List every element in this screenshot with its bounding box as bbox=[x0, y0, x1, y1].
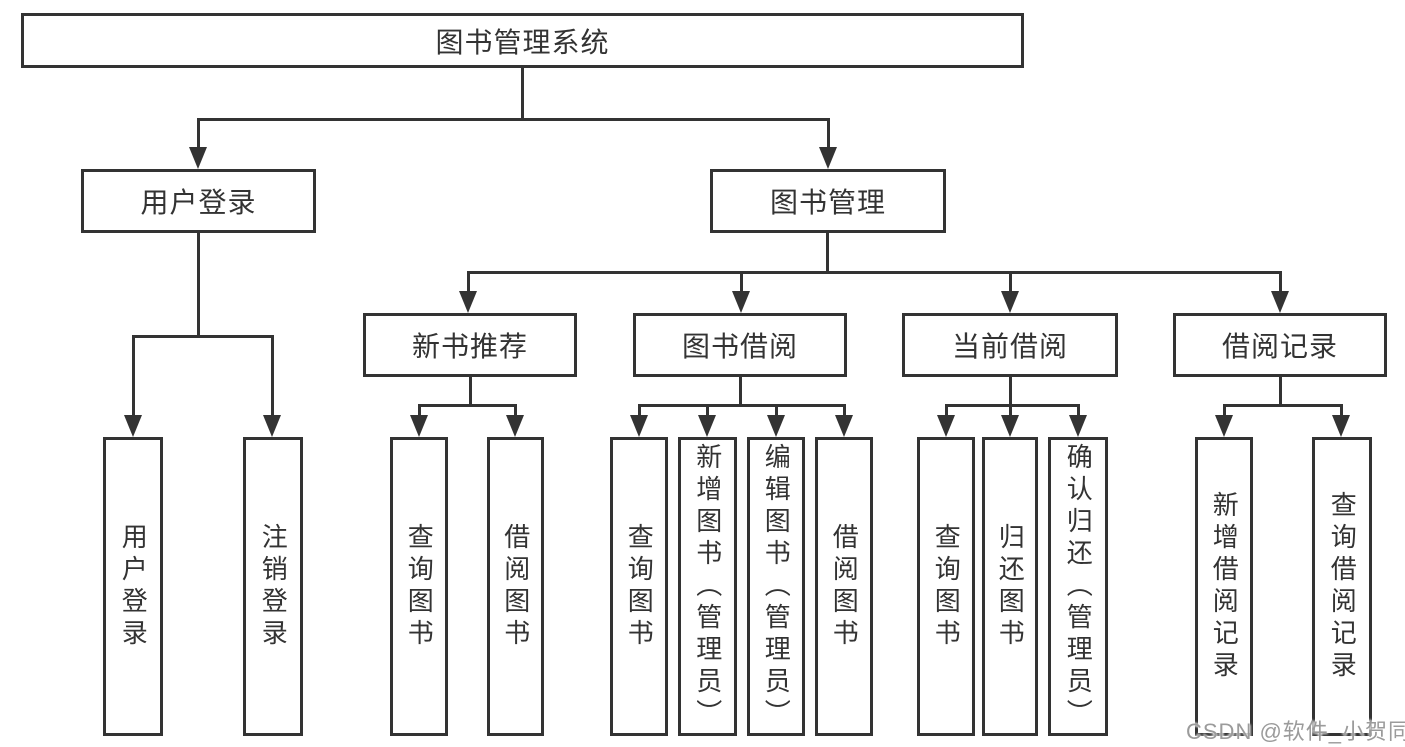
node-book-management: 图书管理 bbox=[710, 169, 946, 233]
arrow-down-icon bbox=[1332, 415, 1350, 437]
arrow-down-icon bbox=[410, 415, 428, 437]
arrow-down-icon bbox=[189, 147, 207, 169]
connector-arrow-stem bbox=[132, 337, 135, 415]
leaf-add-borrow-record-label: 新增借阅记录 bbox=[1209, 490, 1240, 683]
arrow-down-icon bbox=[835, 415, 853, 437]
arrow-down-icon bbox=[1001, 291, 1019, 313]
connector-records-stem bbox=[1279, 377, 1282, 407]
arrow-down-icon bbox=[937, 415, 955, 437]
connector-arrow-stem bbox=[197, 120, 200, 148]
connector-user-login-stem bbox=[197, 233, 200, 338]
connector-arrow-stem bbox=[467, 273, 470, 292]
leaf-add-book-admin: 新增图书（管理员） bbox=[678, 437, 737, 736]
connector-current-branch bbox=[945, 404, 1080, 407]
arrow-down-icon bbox=[124, 415, 142, 437]
arrow-down-icon bbox=[459, 291, 477, 313]
connector-borrow-branch bbox=[638, 404, 846, 407]
leaf-query-books-recommend-label: 查询图书 bbox=[404, 522, 435, 651]
node-user-login-label: 用户登录 bbox=[140, 187, 257, 218]
connector-book-mgmt-branch bbox=[467, 271, 1282, 274]
leaf-return-book-label: 归还图书 bbox=[995, 522, 1026, 651]
connector-arrow-stem bbox=[1223, 406, 1226, 416]
connector-recommend-branch bbox=[418, 404, 517, 407]
connector-borrow-stem bbox=[739, 377, 742, 407]
connector-arrow-stem bbox=[1009, 406, 1012, 416]
leaf-borrow-books-recommend: 借阅图书 bbox=[487, 437, 544, 736]
arrow-down-icon bbox=[1001, 415, 1019, 437]
arrow-down-icon bbox=[1215, 415, 1233, 437]
watermark: CSDN @软件_小贺同学 bbox=[1186, 719, 1405, 744]
leaf-logout: 注销登录 bbox=[243, 437, 303, 736]
arrow-down-icon bbox=[819, 147, 837, 169]
arrow-down-icon bbox=[698, 415, 716, 437]
connector-arrow-stem bbox=[740, 273, 743, 292]
connector-arrow-stem bbox=[827, 120, 830, 148]
node-new-book-recommend-label: 新书推荐 bbox=[411, 331, 528, 362]
node-current-borrow-label: 当前借阅 bbox=[951, 331, 1068, 362]
connector-arrow-stem bbox=[1077, 406, 1080, 416]
connector-book-mgmt-stem bbox=[826, 233, 829, 274]
connector-arrow-stem bbox=[1009, 273, 1012, 292]
leaf-confirm-return-admin: 确认归还（管理员） bbox=[1048, 437, 1108, 736]
connector-arrow-stem bbox=[775, 406, 778, 416]
connector-arrow-stem bbox=[638, 406, 641, 416]
connector-recommend-stem bbox=[469, 377, 472, 407]
leaf-query-books-current-label: 查询图书 bbox=[931, 522, 962, 651]
connector-current-stem bbox=[1009, 377, 1012, 407]
leaf-query-books-borrow-label: 查询图书 bbox=[624, 522, 655, 651]
leaf-borrow-books-borrow-label: 借阅图书 bbox=[829, 522, 860, 651]
leaf-confirm-return-admin-label: 确认归还（管理员） bbox=[1063, 442, 1094, 731]
leaf-user-login: 用户登录 bbox=[103, 437, 163, 736]
arrow-down-icon bbox=[1271, 291, 1289, 313]
node-borrow-records-label: 借阅记录 bbox=[1221, 331, 1338, 362]
arrow-down-icon bbox=[767, 415, 785, 437]
node-library-management-system: 图书管理系统 bbox=[21, 13, 1024, 68]
connector-arrow-stem bbox=[1340, 406, 1343, 416]
leaf-borrow-books-recommend-label: 借阅图书 bbox=[500, 522, 531, 651]
node-current-borrow: 当前借阅 bbox=[902, 313, 1118, 377]
connector-user-login-branch bbox=[132, 335, 274, 338]
connector-arrow-stem bbox=[271, 337, 274, 415]
arrow-down-icon bbox=[263, 415, 281, 437]
node-book-borrow-label: 图书借阅 bbox=[681, 331, 798, 362]
connector-arrow-stem bbox=[706, 406, 709, 416]
leaf-query-books-recommend: 查询图书 bbox=[390, 437, 448, 736]
connector-root-stem bbox=[521, 67, 524, 121]
connector-records-branch bbox=[1223, 404, 1343, 407]
leaf-user-login-label: 用户登录 bbox=[118, 522, 149, 651]
connector-root-branch bbox=[197, 118, 830, 121]
leaf-edit-book-admin-label: 编辑图书（管理员） bbox=[761, 442, 792, 731]
arrow-down-icon bbox=[506, 415, 524, 437]
node-new-book-recommend: 新书推荐 bbox=[363, 313, 577, 377]
leaf-add-borrow-record: 新增借阅记录 bbox=[1195, 437, 1253, 736]
node-book-management-label: 图书管理 bbox=[769, 187, 886, 218]
leaf-query-books-borrow: 查询图书 bbox=[610, 437, 668, 736]
leaf-borrow-books-borrow: 借阅图书 bbox=[815, 437, 873, 736]
connector-arrow-stem bbox=[843, 406, 846, 416]
leaf-edit-book-admin: 编辑图书（管理员） bbox=[747, 437, 805, 736]
connector-arrow-stem bbox=[945, 406, 948, 416]
arrow-down-icon bbox=[1069, 415, 1087, 437]
connector-arrow-stem bbox=[1279, 273, 1282, 292]
leaf-add-book-admin-label: 新增图书（管理员） bbox=[692, 442, 723, 731]
leaf-return-book: 归还图书 bbox=[982, 437, 1038, 736]
arrow-down-icon bbox=[630, 415, 648, 437]
node-library-management-system-label: 图书管理系统 bbox=[435, 26, 610, 58]
leaf-query-books-current: 查询图书 bbox=[917, 437, 975, 736]
node-borrow-records: 借阅记录 bbox=[1173, 313, 1387, 377]
leaf-query-borrow-record-label: 查询借阅记录 bbox=[1327, 490, 1358, 683]
node-book-borrow: 图书借阅 bbox=[633, 313, 847, 377]
connector-arrow-stem bbox=[418, 406, 421, 416]
leaf-query-borrow-record: 查询借阅记录 bbox=[1312, 437, 1372, 736]
arrow-down-icon bbox=[732, 291, 750, 313]
node-user-login: 用户登录 bbox=[81, 169, 316, 233]
connector-arrow-stem bbox=[514, 406, 517, 416]
leaf-logout-label: 注销登录 bbox=[258, 522, 289, 651]
